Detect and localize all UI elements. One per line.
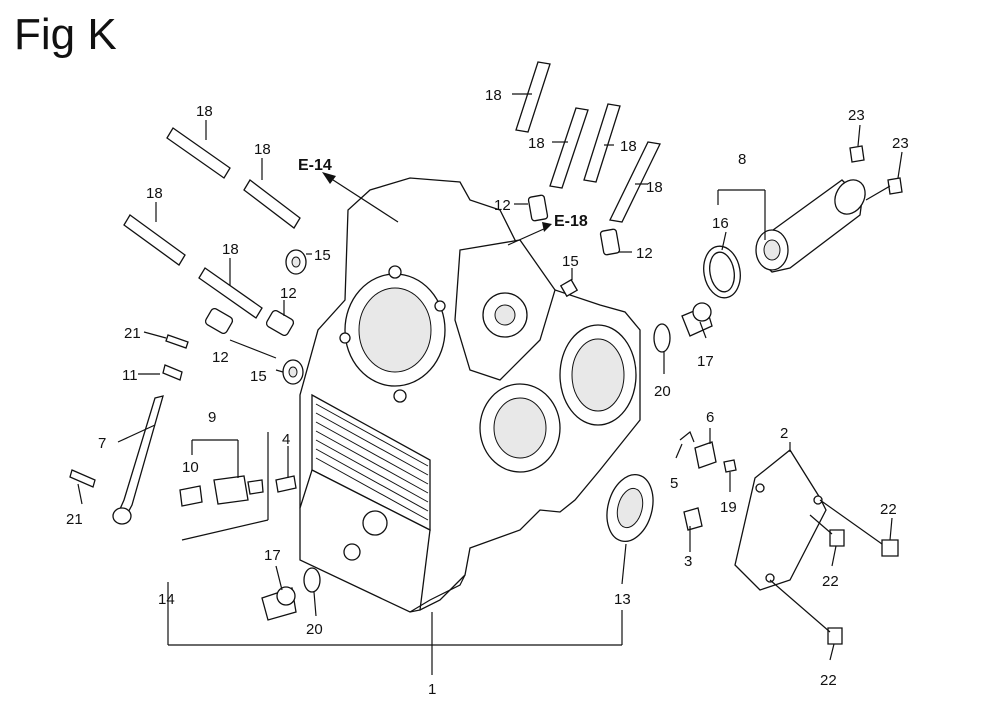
callout-label: 18 [222, 241, 239, 258]
callout-label: 21 [66, 511, 83, 528]
ref-e18-label: E-18 [554, 213, 588, 230]
callout-label: 22 [822, 573, 839, 590]
callout-label: 10 [182, 459, 199, 476]
callout-label: 12 [494, 197, 511, 214]
callout-label: 15 [314, 247, 331, 264]
callout-label: 18 [646, 179, 663, 196]
callout-label: 18 [620, 138, 637, 155]
callout-label: 12 [636, 245, 653, 262]
callout-label: 23 [848, 107, 865, 124]
callout-label: 5 [670, 475, 678, 492]
small-seals [282, 249, 579, 385]
callout-label: 3 [684, 553, 692, 570]
callout-label: 17 [697, 353, 714, 370]
callout-label: 22 [880, 501, 897, 518]
callout-label: 20 [306, 621, 323, 638]
callout-label: 19 [720, 499, 737, 516]
callout-label: 18 [528, 135, 545, 152]
callout-label: 16 [712, 215, 729, 232]
callout-label: 20 [654, 383, 671, 400]
callout-label: 13 [614, 591, 631, 608]
callout-label: 12 [212, 349, 229, 366]
leader-lines [77, 93, 903, 675]
callout-label: 15 [250, 368, 267, 385]
callout-label: 4 [282, 431, 290, 448]
callout-label: 17 [264, 547, 281, 564]
ref-e14-label: E-14 [298, 157, 332, 174]
callout-label: 18 [196, 103, 213, 120]
callout-label: 12 [280, 285, 297, 302]
callout-label: 14 [158, 591, 175, 608]
callout-label: 18 [146, 185, 163, 202]
seal-and-plugs [261, 302, 713, 621]
dowel-pins [204, 194, 621, 336]
callout-label: 11 [122, 367, 138, 384]
callout-label: 21 [124, 325, 141, 342]
callout-label: 9 [208, 409, 216, 426]
side-cover [679, 431, 899, 645]
callout-label: 23 [892, 135, 909, 152]
callout-label: 8 [738, 151, 746, 168]
callout-label: 22 [820, 672, 837, 689]
figure-title: Fig K [14, 10, 117, 59]
stud-bolts [123, 61, 661, 319]
callout-label: 7 [98, 435, 106, 452]
crankcase-body [299, 177, 641, 613]
callout-label: 18 [485, 87, 502, 104]
callout-label: 15 [562, 253, 579, 270]
callout-label: 18 [254, 141, 271, 158]
callout-label: 2 [780, 425, 788, 442]
breather-assembly [703, 145, 903, 299]
callout-label: 6 [706, 409, 714, 426]
callout-label: 1 [428, 681, 436, 698]
